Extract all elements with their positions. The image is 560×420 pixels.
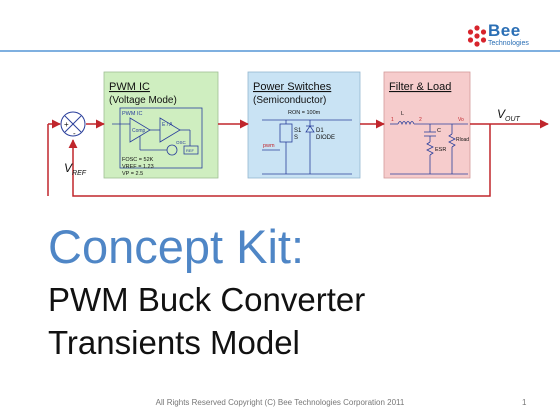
summing-plus: + [64,120,69,129]
rload-label: Rload [456,137,469,143]
slide-title: Concept Kit: [48,220,305,273]
vo-node-label: Vo [458,117,464,123]
ron-label: RON = 100m [288,110,321,116]
switch-block-subtitle: (Semiconductor) [253,95,326,106]
pwm-ic-schematic [112,107,203,169]
switch-block-title: Power Switches [253,81,332,93]
diode-label: DIODE [316,135,335,141]
vout-label: VOUT [497,107,521,123]
slide-subtitle-line2: Transients Model [48,324,300,361]
inductor-label: L [401,111,404,117]
osc-label: OSC [176,140,187,145]
s-label: S [294,135,298,141]
s1-label: S1 [294,128,302,134]
node2-label: 2 [419,117,422,123]
pwm-ic-label: PWM IC [122,111,142,117]
pwm-signal-label: pwm [263,143,275,149]
logo-name: Bee [488,21,521,40]
pwm-param-fosc: FOSC = 52K [122,157,154,163]
esr-label: ESR [435,147,446,153]
summing-minus: - [73,129,76,138]
vref-sub: REF [72,170,87,177]
filter-block-title: Filter & Load [389,81,451,93]
page-number: 1 [522,398,527,407]
power-switch-schematic [262,119,352,175]
pwm-block-subtitle: (Voltage Mode) [109,95,177,106]
pwm-block-title: PWM IC [109,81,150,93]
pwm-param-vp: VP = 2.5 [122,171,143,177]
copyright-footer: All Rights Reserved Copyright (C) Bee Te… [155,398,405,407]
d1-label: D1 [316,128,324,134]
filter-schematic [390,121,468,175]
slide-subtitle-line1: PWM Buck Converter [48,281,366,318]
company-logo: Bee Technologies [466,21,552,50]
buck-converter-block-diagram: PWM IC (Voltage Mode) Power Switches (Se… [47,71,549,197]
vref-main: V [64,161,73,175]
ref-label: REF [186,148,195,153]
signal-wiring [47,119,549,197]
capacitor-label: C [437,128,441,134]
bee-logo-icon [467,25,487,47]
vout-main: V [497,107,506,121]
node1-label: 1 [391,117,394,123]
vout-sub: OUT [505,116,521,123]
pwm-param-vref: VREF = 1.23 [122,164,154,170]
vref-label: VREF [64,161,87,177]
error-amp-label: E / A [162,122,173,128]
filter-load-block [383,71,471,179]
comp-label: Comp [132,128,146,134]
header-rule [0,50,560,52]
pwm-ic-block [103,71,219,179]
logo-subtitle: Technologies [488,40,529,47]
power-switches-block [247,71,361,179]
